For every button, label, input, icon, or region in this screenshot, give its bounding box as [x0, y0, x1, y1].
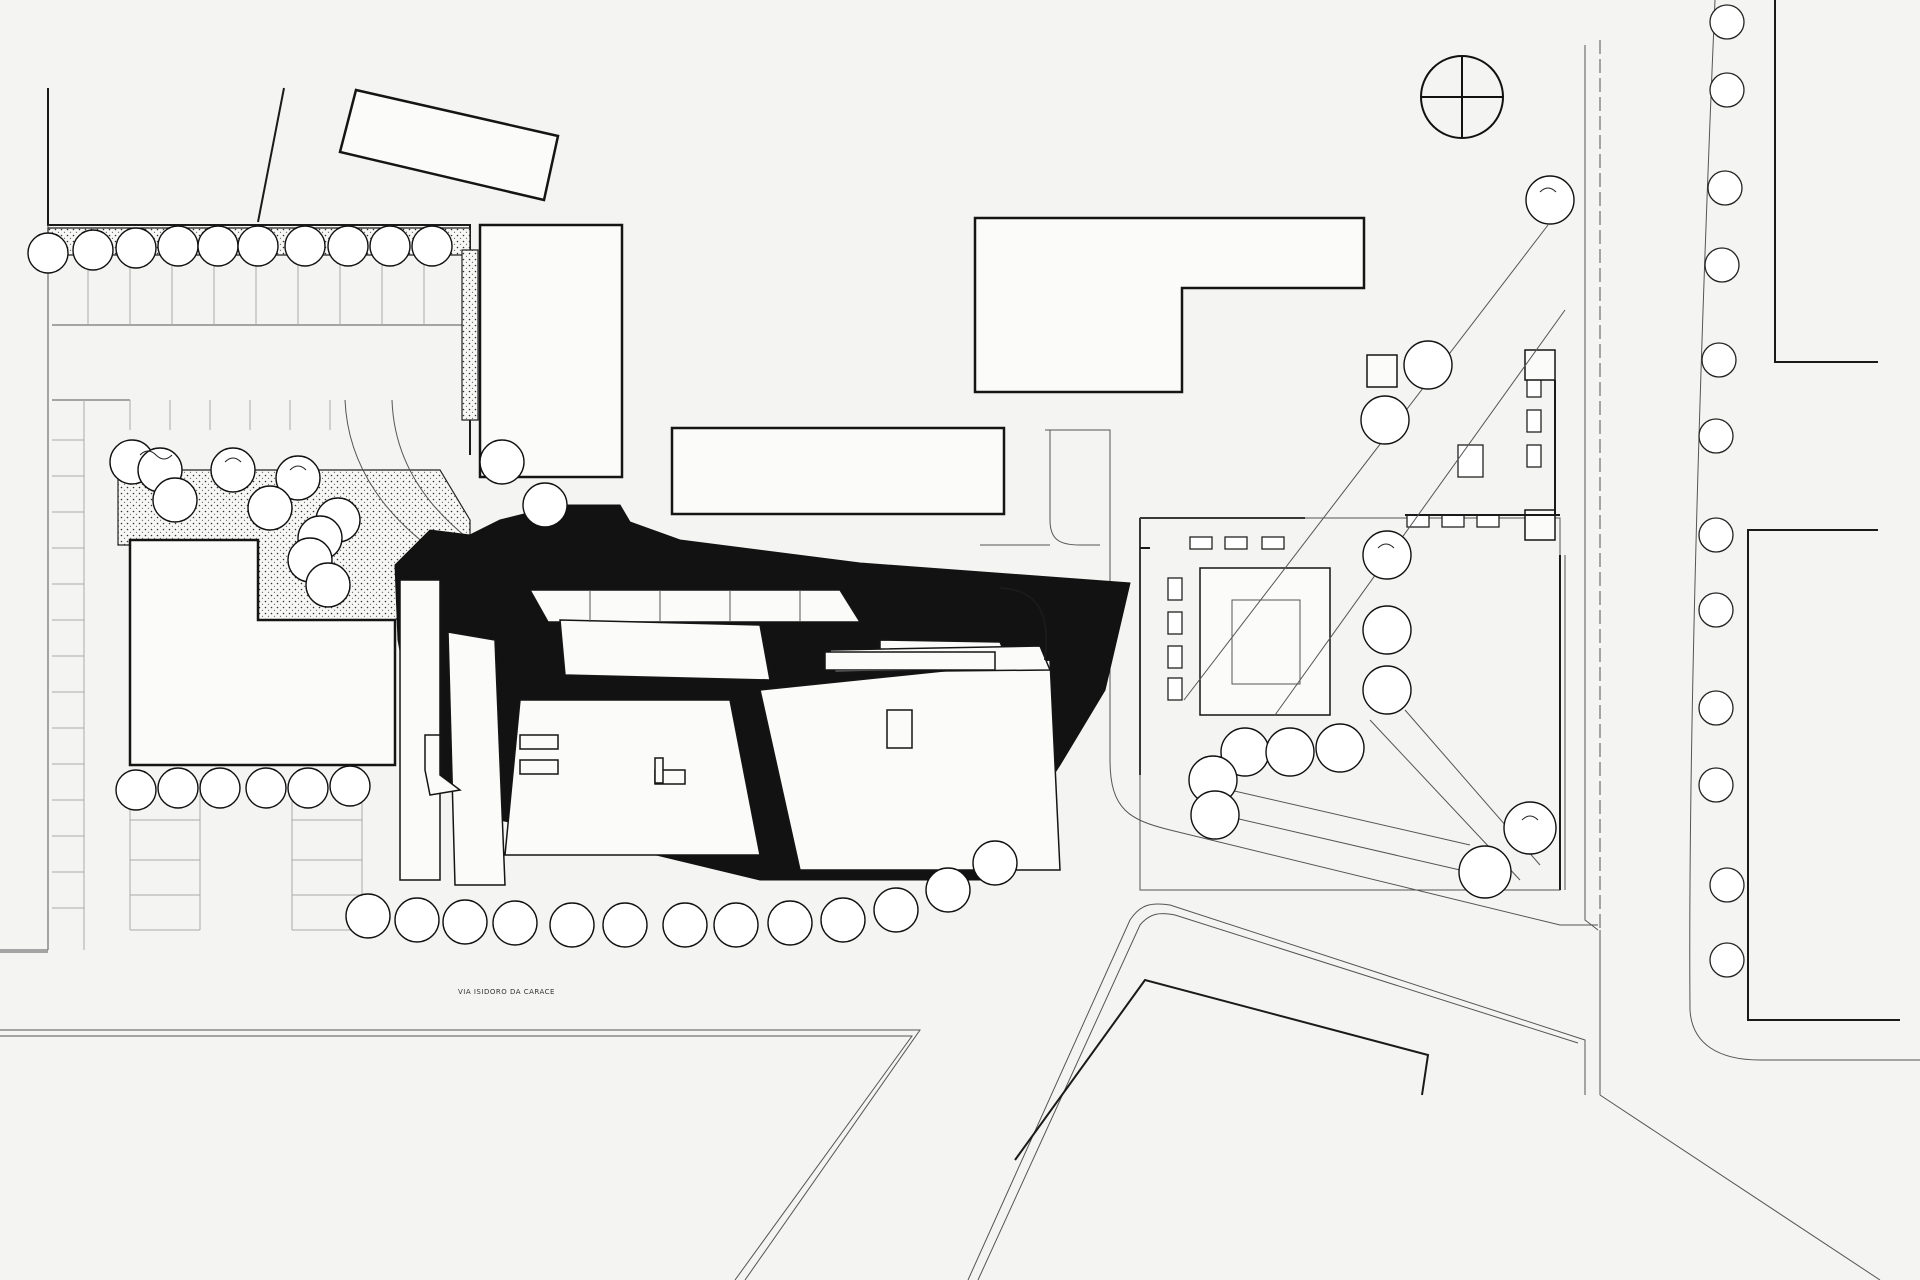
building-rotated: [338, 88, 560, 202]
tree-row-north: [27, 225, 453, 274]
building-north-block: [478, 223, 624, 479]
building-west: [128, 538, 397, 767]
planting-strip: [461, 249, 479, 421]
building-center-north: [670, 426, 1006, 516]
tree-cluster-plaza: [1188, 175, 1575, 899]
tree-cluster-west: [109, 439, 568, 608]
project-building: [394, 504, 1131, 886]
tree-row-south: [345, 840, 1018, 948]
north-arrow-icon: [1420, 55, 1504, 139]
tree-texture: [139, 187, 1557, 821]
street-label: VIA ISIDORO DA CARACE: [458, 988, 555, 996]
roads-south: [0, 903, 1881, 1280]
street-lights: [1698, 4, 1745, 978]
roads-east: [1584, 0, 1920, 1095]
building-l-shaped: [973, 216, 1366, 394]
tree-row-west-south: [115, 765, 371, 811]
